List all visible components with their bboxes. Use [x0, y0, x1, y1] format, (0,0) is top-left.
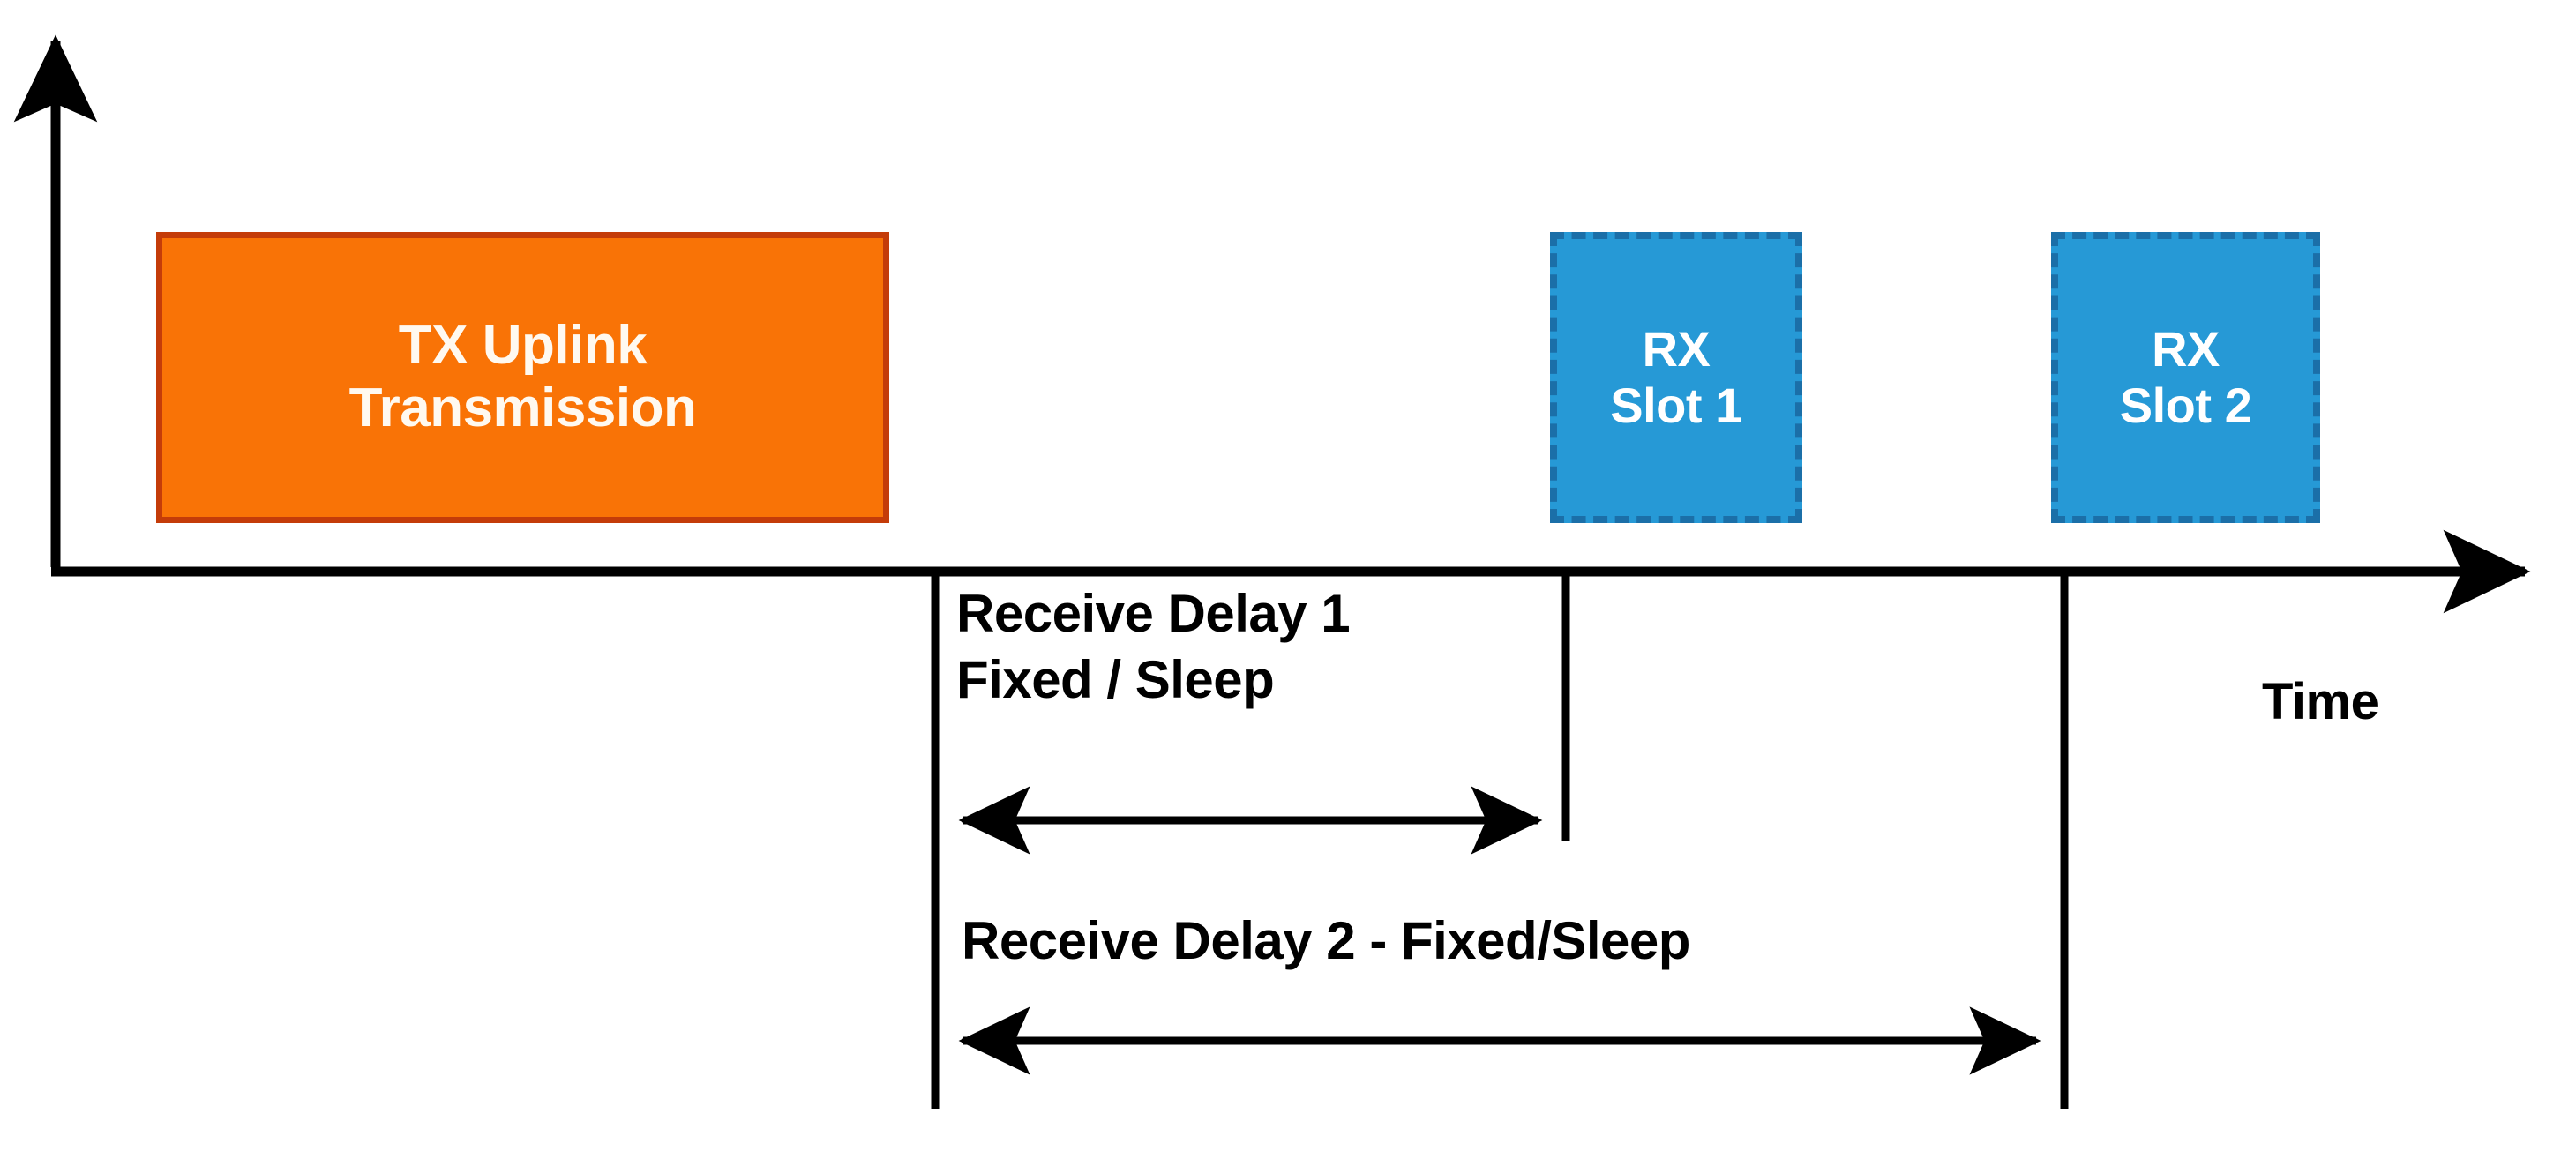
rx-slot-1-label-line-2: Slot 1 — [1610, 378, 1742, 433]
receive-delay-1-label: Receive Delay 1 Fixed / Sleep — [956, 580, 1351, 713]
receive-delay-1-label-line-1: Receive Delay 1 — [956, 584, 1351, 643]
rx-slot-2-label-line-2: Slot 2 — [2119, 378, 2252, 433]
tx-uplink-transmission-block[interactable]: TX Uplink Transmission — [156, 232, 889, 523]
receive-delay-2-label: Receive Delay 2 - Fixed/Sleep — [962, 911, 1690, 970]
time-axis-label: Time — [2262, 673, 2379, 730]
tx-block-label-line-1: TX Uplink — [398, 315, 648, 377]
rx-slot-1-block[interactable]: RX Slot 1 — [1550, 232, 1802, 523]
rx-slot-2-block[interactable]: RX Slot 2 — [2051, 232, 2320, 523]
rx-slot-1-label-line-1: RX — [1642, 321, 1711, 378]
tx-block-label-line-2: Transmission — [348, 378, 697, 438]
receive-delay-1-label-line-2: Fixed / Sleep — [956, 650, 1275, 709]
rx-slot-2-label-line-1: RX — [2152, 321, 2220, 378]
